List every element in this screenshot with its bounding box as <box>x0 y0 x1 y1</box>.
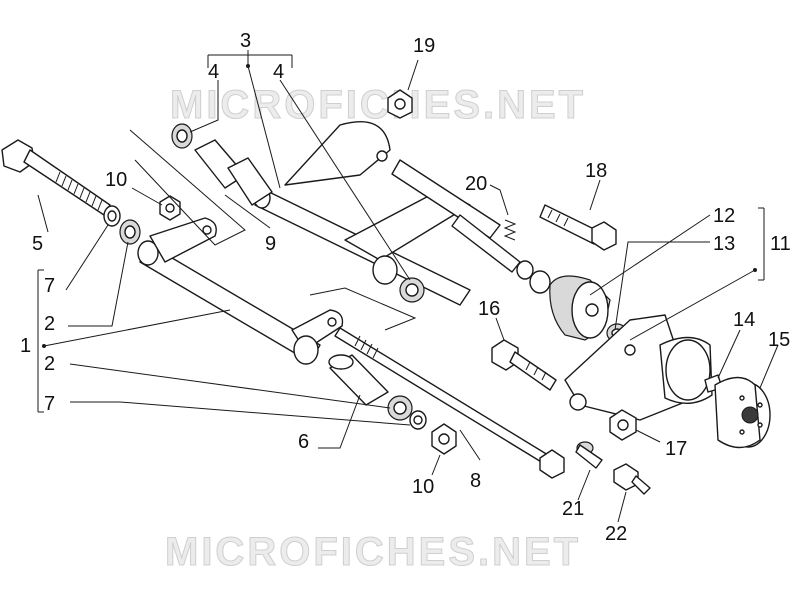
callout-2-lower: 2 <box>44 353 55 375</box>
part-4-bushing-left <box>171 123 193 149</box>
callout-4-right: 4 <box>273 61 284 83</box>
callout-14: 14 <box>733 309 755 331</box>
callout-4-left: 4 <box>208 61 219 83</box>
part-2-bushing-lower <box>387 395 413 421</box>
part-19-nut <box>387 89 413 119</box>
callout-6: 6 <box>298 431 309 453</box>
callout-13: 13 <box>713 233 735 255</box>
watermark-top: MICROFICHES.NET <box>170 83 586 127</box>
guide-frame-left <box>129 129 246 246</box>
part-8-long-bolt <box>334 327 565 479</box>
part-22-nut <box>613 463 651 495</box>
part-18-bolt <box>539 204 617 251</box>
callout-15: 15 <box>768 329 790 351</box>
part-16-bolt <box>491 339 557 391</box>
callout-16: 16 <box>478 298 500 320</box>
callout-3: 3 <box>240 30 251 52</box>
part-7-washer-upper <box>103 205 121 227</box>
callout-2-upper: 2 <box>44 313 55 335</box>
callout-9: 9 <box>265 233 276 255</box>
callout-11: 11 <box>770 233 791 255</box>
part-10-nut-upper <box>159 195 181 221</box>
part-10-nut-lower <box>431 423 457 455</box>
part-12-silent-block <box>549 275 611 341</box>
part-6-spacer <box>328 354 389 406</box>
callout-21: 21 <box>562 498 584 520</box>
part-17-nut <box>609 409 637 441</box>
part-2-bushing-upper <box>119 219 141 245</box>
part-7-washer-lower <box>409 410 427 430</box>
guide-frame-mid <box>309 287 417 331</box>
callout-10-upper: 10 <box>105 169 127 191</box>
callout-17: 17 <box>665 438 687 460</box>
part-1-swing-arm <box>137 217 344 365</box>
part-21-stud <box>575 441 603 469</box>
watermark-bottom: MICROFICHES.NET <box>165 530 581 574</box>
part-11-bracket <box>564 314 713 421</box>
callout-18: 18 <box>585 160 607 182</box>
callout-22: 22 <box>605 523 627 545</box>
pivot-shaft <box>451 214 551 294</box>
callout-12: 12 <box>713 205 735 227</box>
callout-20: 20 <box>465 173 487 195</box>
part-15-flange <box>714 376 771 449</box>
callout-10-lower: 10 <box>412 476 434 498</box>
part-9-upper-arm <box>253 121 501 306</box>
callout-19: 19 <box>413 35 435 57</box>
part-20-spring <box>503 219 517 241</box>
callout-7-upper: 7 <box>44 275 55 297</box>
callout-7-lower: 7 <box>44 393 55 415</box>
leader-lines <box>37 50 779 523</box>
part-4-spacer-upper <box>194 139 273 206</box>
callout-5: 5 <box>32 233 43 255</box>
callout-1: 1 <box>20 335 31 357</box>
part-5-bolt <box>1 139 111 216</box>
part-4-bushing-right <box>399 277 425 303</box>
callout-8: 8 <box>470 470 481 492</box>
